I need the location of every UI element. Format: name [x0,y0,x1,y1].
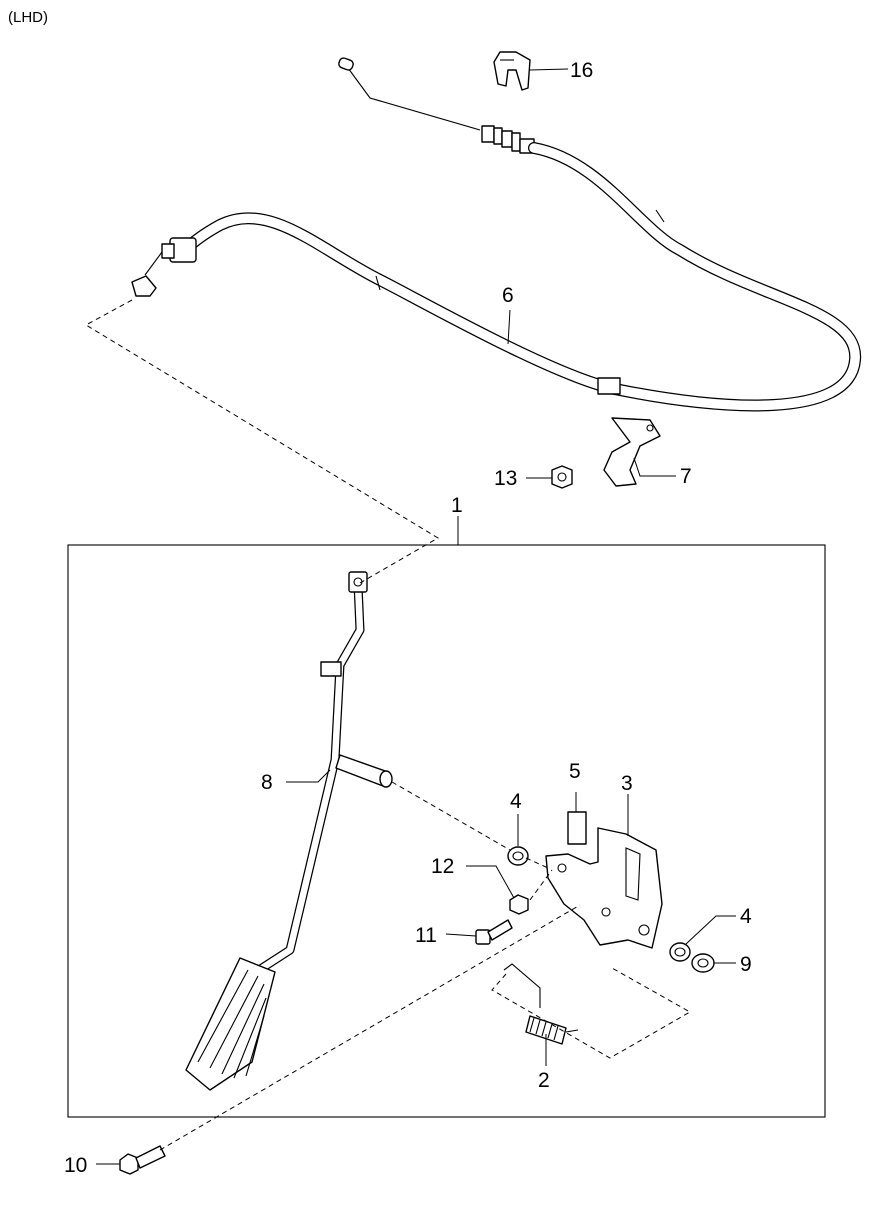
callout-2: 2 [538,1069,550,1092]
cable-clip [493,51,531,91]
leader-lines [96,68,736,1165]
pedal-assembly-frame [67,544,826,1118]
callout-6: 6 [502,284,514,307]
callout-10: 10 [64,1154,87,1177]
accelerator-cable [131,57,862,412]
callout-11: 11 [415,924,437,947]
bushing-right [669,942,691,962]
drive-side-label: (LHD) [8,9,48,26]
pedal-pad [185,957,276,1091]
assembly-guide-lines [84,299,692,1151]
bushing-left [507,846,529,866]
washer [691,953,715,973]
pivot-bolt [475,919,513,945]
callout-1: 1 [451,494,463,517]
callout-8: 8 [261,771,273,794]
callout-12: 12 [431,855,454,878]
callout-3: 3 [621,772,633,795]
hex-nut [551,465,573,489]
callout-9: 9 [740,953,752,976]
pedal-stopper [567,811,587,845]
return-spring [503,963,579,1045]
callout-7: 7 [680,465,692,488]
cable-bracket [603,417,661,487]
mounting-bolt [119,1145,166,1175]
callout-16: 16 [570,59,593,82]
callout-13: 13 [494,467,517,490]
callout-5: 5 [569,760,581,783]
callout-4-left: 4 [510,790,522,813]
callout-4-right: 4 [740,905,752,928]
lock-nut [509,894,529,915]
pedal-bracket [545,827,663,949]
pedal-arm [253,571,393,976]
